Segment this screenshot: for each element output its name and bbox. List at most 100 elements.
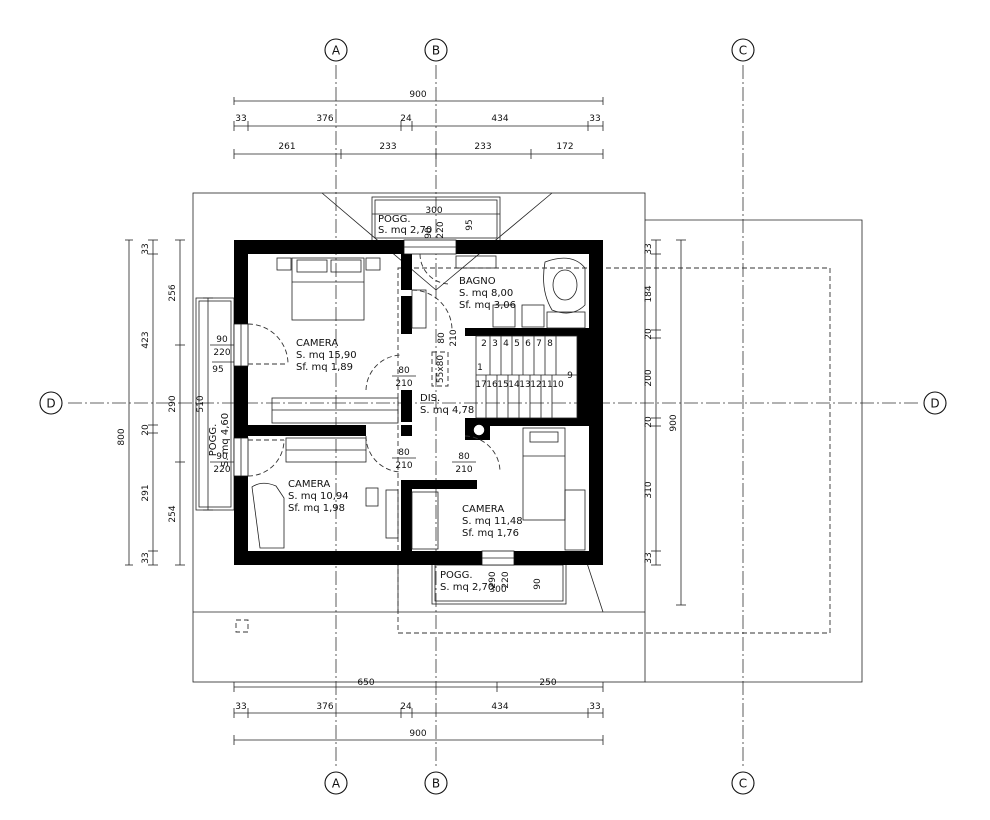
dimensions-bottom: 650 250 33 376 24 434 33 900 bbox=[233, 678, 604, 745]
room-label-camera2: CAMERA S. mq 10,94 Sf. mq 1,98 bbox=[288, 479, 349, 514]
svg-text:423: 423 bbox=[141, 331, 151, 348]
svg-text:800: 800 bbox=[117, 428, 127, 445]
svg-text:256: 256 bbox=[168, 284, 178, 301]
svg-text:233: 233 bbox=[379, 142, 396, 152]
external-walls bbox=[234, 240, 603, 565]
room-label-camera3: CAMERA S. mq 11,48 Sf. mq 1,76 bbox=[462, 504, 523, 539]
dimensions-left: 800 33 423 20 291 33 256 290 254 510 bbox=[117, 239, 213, 566]
svg-text:C: C bbox=[739, 44, 747, 58]
svg-text:Sf. mq 3,06: Sf. mq 3,06 bbox=[459, 300, 516, 311]
svg-text:210: 210 bbox=[449, 329, 459, 346]
svg-text:220: 220 bbox=[436, 221, 446, 238]
svg-text:20: 20 bbox=[141, 424, 151, 436]
svg-text:310: 310 bbox=[644, 481, 654, 498]
svg-text:6: 6 bbox=[525, 339, 531, 349]
svg-text:D: D bbox=[930, 397, 939, 411]
svg-text:D: D bbox=[46, 397, 55, 411]
svg-text:184: 184 bbox=[644, 285, 654, 302]
svg-text:3: 3 bbox=[492, 339, 498, 349]
axis-marker-D-right: D bbox=[923, 391, 947, 415]
svg-text:90: 90 bbox=[216, 452, 228, 462]
svg-text:80: 80 bbox=[398, 448, 410, 458]
svg-text:Sf. mq 1,89: Sf. mq 1,89 bbox=[296, 362, 353, 373]
svg-text:5: 5 bbox=[514, 339, 520, 349]
svg-text:254: 254 bbox=[168, 505, 178, 522]
svg-text:16: 16 bbox=[486, 380, 498, 390]
axis-lines bbox=[68, 65, 918, 768]
dimensions-right: 33 184 20 200 20 310 33 900 bbox=[644, 239, 686, 606]
roof-outline bbox=[192, 192, 863, 683]
svg-text:POGG.: POGG. bbox=[208, 424, 219, 457]
furniture-bagno bbox=[411, 255, 586, 329]
svg-text:33: 33 bbox=[589, 702, 600, 712]
svg-text:55x80: 55x80 bbox=[436, 355, 446, 384]
room-label-pogg-bottom: POGG. S. mq 2,70 bbox=[440, 570, 494, 593]
svg-text:Sf. mq 1,76: Sf. mq 1,76 bbox=[462, 528, 519, 539]
svg-text:11: 11 bbox=[541, 380, 552, 390]
svg-text:S. mq 2,70: S. mq 2,70 bbox=[378, 225, 432, 236]
svg-text:S. mq 4,78: S. mq 4,78 bbox=[420, 405, 474, 416]
svg-text:172: 172 bbox=[556, 142, 573, 152]
svg-text:POGG.: POGG. bbox=[378, 214, 411, 225]
svg-text:S. mq 8,00: S. mq 8,00 bbox=[459, 288, 513, 299]
svg-text:A: A bbox=[332, 777, 341, 791]
svg-text:434: 434 bbox=[491, 702, 508, 712]
svg-text:33: 33 bbox=[141, 552, 151, 563]
svg-text:20: 20 bbox=[644, 416, 654, 428]
svg-text:POGG.: POGG. bbox=[440, 570, 473, 581]
svg-text:210: 210 bbox=[455, 465, 472, 475]
svg-text:290: 290 bbox=[488, 571, 498, 588]
svg-text:13: 13 bbox=[519, 380, 530, 390]
svg-text:220: 220 bbox=[213, 348, 230, 358]
svg-text:B: B bbox=[432, 44, 440, 58]
svg-text:20: 20 bbox=[644, 328, 654, 340]
svg-text:95: 95 bbox=[212, 365, 223, 375]
axis-marker-C-bottom: C bbox=[731, 771, 755, 795]
svg-text:300: 300 bbox=[489, 585, 506, 595]
svg-text:S. mq 11,48: S. mq 11,48 bbox=[462, 516, 523, 527]
axis-marker-C-top: C bbox=[731, 38, 755, 62]
svg-text:4: 4 bbox=[503, 339, 509, 349]
svg-text:7: 7 bbox=[536, 339, 542, 349]
svg-text:24: 24 bbox=[400, 702, 412, 712]
svg-text:CAMERA: CAMERA bbox=[462, 504, 504, 515]
svg-text:S. mq 4,60: S. mq 4,60 bbox=[220, 413, 231, 467]
svg-text:434: 434 bbox=[491, 114, 508, 124]
svg-text:210: 210 bbox=[395, 461, 412, 471]
svg-text:2: 2 bbox=[481, 339, 487, 349]
svg-text:S. mq 15,90: S. mq 15,90 bbox=[296, 350, 357, 361]
room-label-camera1: CAMERA S. mq 15,90 Sf. mq 1,89 bbox=[296, 338, 357, 373]
svg-text:510: 510 bbox=[196, 395, 206, 412]
axis-marker-A-top: A bbox=[324, 38, 348, 62]
svg-text:33: 33 bbox=[235, 702, 246, 712]
room-label-pogg-left: POGG. S. mq 4,60 bbox=[208, 413, 231, 467]
svg-text:S. mq 2,70: S. mq 2,70 bbox=[440, 582, 494, 593]
roof-hatch: 55x80 bbox=[431, 351, 449, 387]
svg-text:BAGNO: BAGNO bbox=[459, 276, 496, 287]
svg-text:900: 900 bbox=[409, 729, 426, 739]
svg-text:233: 233 bbox=[474, 142, 491, 152]
svg-text:33: 33 bbox=[644, 552, 654, 563]
svg-text:9: 9 bbox=[567, 371, 573, 381]
svg-text:15: 15 bbox=[497, 380, 508, 390]
axis-marker-A-bottom: A bbox=[324, 771, 348, 795]
svg-text:290: 290 bbox=[168, 395, 178, 412]
balcony-top: 300 95 220 90 bbox=[371, 196, 501, 242]
svg-text:300: 300 bbox=[425, 206, 442, 216]
svg-text:200: 200 bbox=[644, 369, 654, 386]
internal-walls bbox=[234, 254, 589, 551]
svg-text:261: 261 bbox=[278, 142, 295, 152]
svg-text:B: B bbox=[432, 777, 440, 791]
furniture-camera3 bbox=[522, 427, 586, 551]
svg-text:90: 90 bbox=[533, 578, 543, 590]
svg-text:A: A bbox=[332, 44, 341, 58]
svg-text:376: 376 bbox=[316, 114, 333, 124]
svg-text:90: 90 bbox=[216, 335, 228, 345]
svg-text:80: 80 bbox=[458, 452, 470, 462]
windows bbox=[233, 239, 515, 566]
svg-text:14: 14 bbox=[508, 380, 520, 390]
svg-text:10: 10 bbox=[552, 380, 564, 390]
svg-text:24: 24 bbox=[400, 114, 412, 124]
room-label-bagno: BAGNO S. mq 8,00 Sf. mq 3,06 bbox=[459, 276, 516, 311]
